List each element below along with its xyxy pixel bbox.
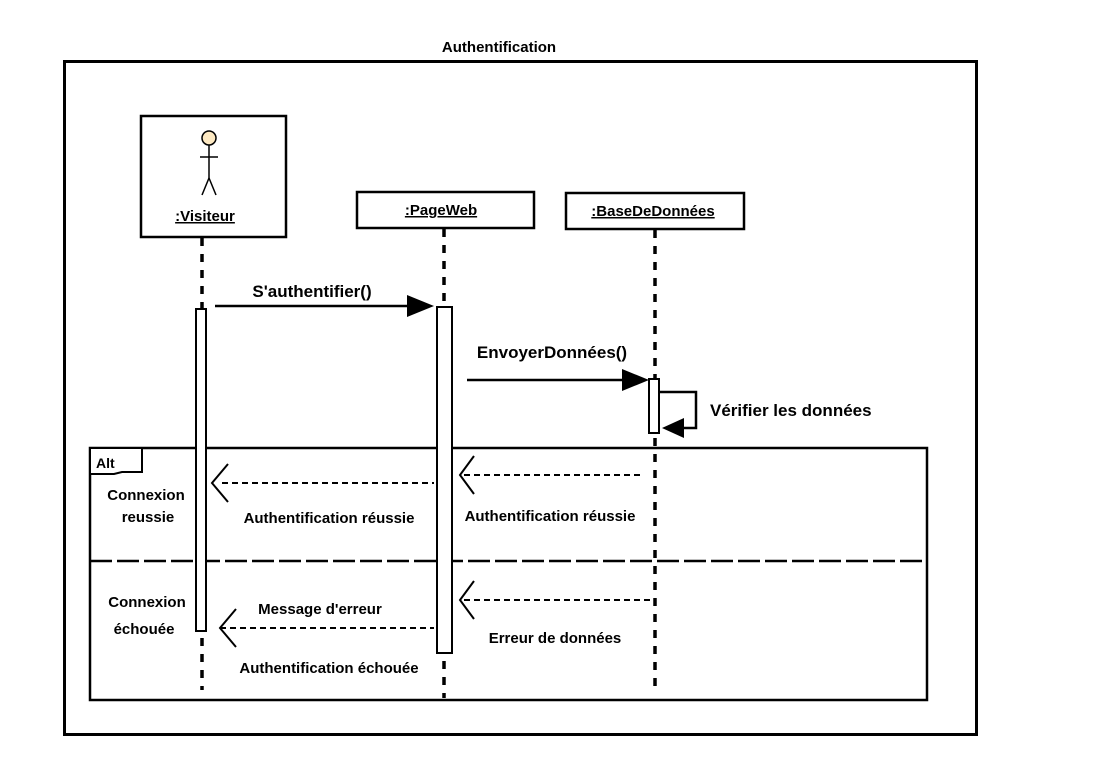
diagram-title: Authentification xyxy=(442,39,556,56)
message-label: S'authentifier() xyxy=(252,282,371,301)
filled-arrowhead-icon xyxy=(662,418,684,438)
activation-pageweb xyxy=(436,306,453,654)
alt-frame xyxy=(88,446,929,702)
message-label: Vérifier les données xyxy=(710,401,872,420)
activation-bdd xyxy=(648,378,660,434)
guard-line2: échouée xyxy=(114,621,175,638)
open-arrowhead-icon xyxy=(210,463,229,503)
reply-bdd-to-pageweb-error: Erreur de données xyxy=(458,580,650,647)
open-arrowhead-icon xyxy=(458,455,475,495)
alt-fragment: Alt xyxy=(88,446,929,702)
reply-label: Message d'erreur xyxy=(258,601,382,618)
participant-name: :Visiteur xyxy=(175,208,235,225)
alt-operator-label: Alt xyxy=(96,455,115,471)
message-envoyerdonnees: EnvoyerDonnées() xyxy=(467,343,649,391)
reply-label: Authentification réussie xyxy=(244,510,415,527)
participant-visiteur: :Visiteur xyxy=(139,114,288,239)
message-label: EnvoyerDonnées() xyxy=(477,343,627,362)
participant-name: :PageWeb xyxy=(405,202,477,219)
guard-line2: reussie xyxy=(122,509,175,526)
reply-bdd-to-pageweb: Authentification réussie xyxy=(458,455,640,525)
open-arrowhead-icon xyxy=(218,608,237,648)
reply-pageweb-to-visiteur: Authentification réussie xyxy=(210,463,434,527)
actor-icon xyxy=(200,130,218,196)
activation-visiteur xyxy=(195,308,207,632)
message-sauthentifier: S'authentifier() xyxy=(215,282,434,317)
reply-label: Erreur de données xyxy=(489,630,622,647)
filled-arrowhead-icon xyxy=(407,295,434,317)
failure-note: Authentification échouée xyxy=(239,660,418,677)
participant-name: :BaseDeDonnées xyxy=(591,203,714,220)
operand-failure: Connexion échouée Erreur de données Mess… xyxy=(108,580,650,677)
guard-line1: Connexion xyxy=(108,594,186,611)
open-arrowhead-icon xyxy=(458,580,475,620)
participant-pageweb: :PageWeb xyxy=(355,190,536,230)
participant-box xyxy=(564,191,746,231)
message-verifier: Vérifier les données xyxy=(659,390,872,438)
guard-line1: Connexion xyxy=(107,487,185,504)
diagram-frame xyxy=(63,60,978,736)
participant-box xyxy=(355,190,536,230)
operand-success: Connexion reussie Authentification réuss… xyxy=(107,455,640,527)
participant-bdd: :BaseDeDonnées xyxy=(564,191,746,231)
reply-pageweb-to-visiteur-error: Message d'erreur xyxy=(218,601,434,648)
alt-operator-tab xyxy=(89,447,143,475)
reply-label: Authentification réussie xyxy=(465,508,636,525)
filled-arrowhead-icon xyxy=(622,369,649,391)
